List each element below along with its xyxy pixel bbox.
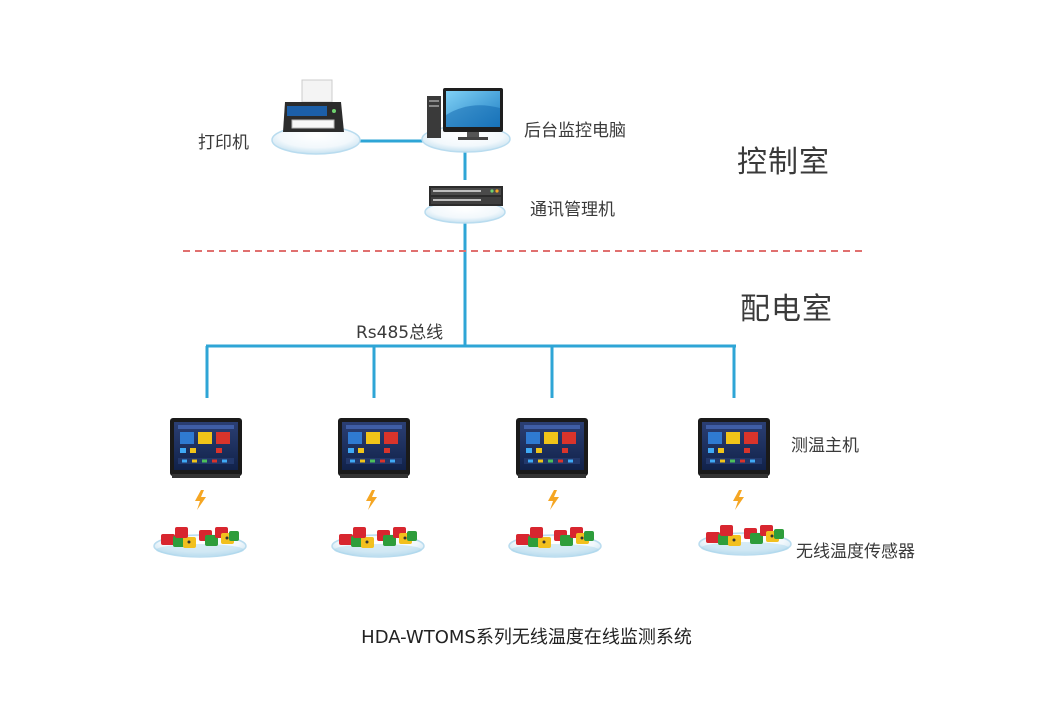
sensor-group-3-icon bbox=[508, 526, 602, 558]
comm-manager-label: 通讯管理机 bbox=[530, 200, 615, 220]
sensor-group-4-icon bbox=[698, 524, 792, 556]
host-4-icon bbox=[698, 418, 770, 478]
control-room-label: 控制室 bbox=[737, 145, 830, 180]
wireless-bolt-3-icon bbox=[548, 490, 559, 510]
host-3-icon bbox=[516, 418, 588, 478]
wireless-bolt-4-icon bbox=[733, 490, 744, 510]
host-2-icon bbox=[338, 418, 410, 478]
sensor-group-1-icon bbox=[153, 526, 247, 558]
sensor-group-2-icon bbox=[331, 526, 425, 558]
sensor-label: 无线温度传感器 bbox=[796, 542, 915, 562]
wireless-bolt-1-icon bbox=[195, 490, 206, 510]
host-1-icon bbox=[170, 418, 242, 478]
wireless-bolt-2-icon bbox=[366, 490, 377, 510]
comm-manager-icon bbox=[424, 186, 506, 224]
printer-icon bbox=[271, 79, 361, 155]
bus-label: Rs485总线 bbox=[356, 323, 444, 343]
pc-icon bbox=[421, 88, 511, 153]
diagram-caption: HDA-WTOMS系列无线温度在线监测系统 bbox=[361, 627, 692, 648]
printer-label: 打印机 bbox=[198, 133, 249, 153]
bus-lines bbox=[205, 139, 736, 398]
pc-label: 后台监控电脑 bbox=[524, 121, 626, 141]
power-room-label: 配电室 bbox=[740, 292, 833, 327]
host-label: 测温主机 bbox=[791, 436, 859, 456]
